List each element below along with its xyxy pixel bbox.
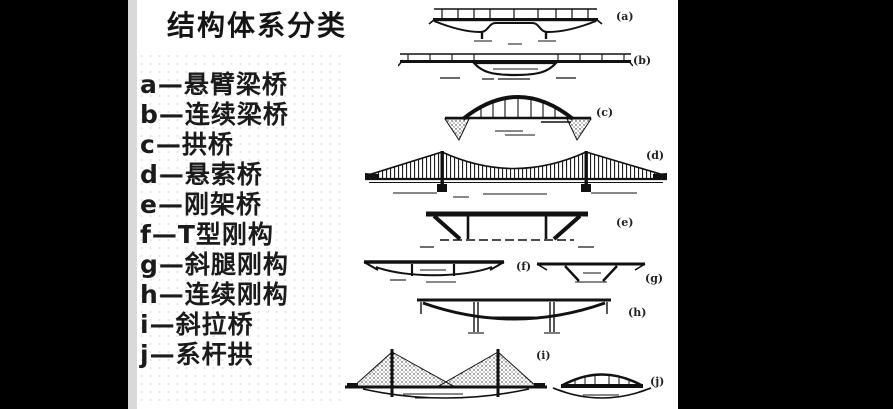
- legend-item-b: b—连续梁桥: [140, 100, 289, 129]
- figure-caption-f: (f): [516, 260, 532, 273]
- page-title: 结构体系分类: [167, 9, 348, 42]
- figure-j: [551, 366, 653, 406]
- cable-stayed-bridge-drawing: [345, 349, 547, 399]
- figure-g: [535, 257, 647, 289]
- figure-a: [428, 2, 603, 46]
- legend-list: a—悬臂梁桥 b—连续梁桥 c—拱桥 d—悬索桥 e—刚架桥 f—T型刚构 g—…: [140, 70, 289, 370]
- figure-caption-j: (j): [650, 375, 665, 388]
- figure-d: [365, 143, 667, 200]
- left-black-matte: [0, 0, 128, 409]
- continuous-beam-bridge-drawing: [398, 53, 633, 80]
- t-type-rigid-frame-drawing: [363, 260, 505, 283]
- slant-legged-rigid-frame-drawing: [536, 262, 646, 283]
- legend-item-f: f—T型刚构: [140, 220, 274, 249]
- right-black-matte: [678, 0, 893, 409]
- arch-bridge-drawing: [444, 95, 592, 142]
- figure-caption-h: (h): [628, 306, 647, 319]
- figure-b: [398, 48, 633, 82]
- figure-caption-b: (b): [633, 54, 652, 67]
- figure-caption-e: (e): [616, 216, 634, 229]
- figure-h: [415, 293, 613, 337]
- legend-item-h: h—连续刚构: [140, 280, 289, 309]
- figure-f: [360, 255, 508, 289]
- cantilever-beam-bridge-drawing: [428, 8, 603, 45]
- legend-item-d: d—悬索桥: [140, 160, 263, 189]
- figure-caption-d: (d): [646, 149, 665, 162]
- legend-item-c: c—拱桥: [140, 130, 234, 159]
- legend-item-g: g—斜腿刚构: [140, 250, 289, 279]
- figure-caption-c: (c): [596, 106, 614, 119]
- legend-item-e: e—刚架桥: [140, 190, 262, 219]
- legend-item-j: j—系杆拱: [140, 340, 254, 369]
- page-edge-shadow: [128, 0, 137, 409]
- figure-caption-g: (g): [645, 272, 664, 285]
- rigid-frame-bridge-drawing: [420, 211, 594, 248]
- figure-c: [443, 88, 593, 146]
- figure-caption-a: (a): [616, 10, 634, 23]
- figure-i: [345, 345, 547, 403]
- figure-e: [418, 206, 596, 250]
- legend-item-a: a—悬臂梁桥: [140, 70, 288, 99]
- tied-arch-bridge-drawing: [552, 373, 652, 399]
- figure-caption-i: (i): [536, 349, 551, 362]
- continuous-rigid-frame-drawing: [417, 298, 611, 334]
- legend-item-i: i—斜拉桥: [140, 310, 254, 339]
- suspension-bridge-drawing: [365, 151, 667, 198]
